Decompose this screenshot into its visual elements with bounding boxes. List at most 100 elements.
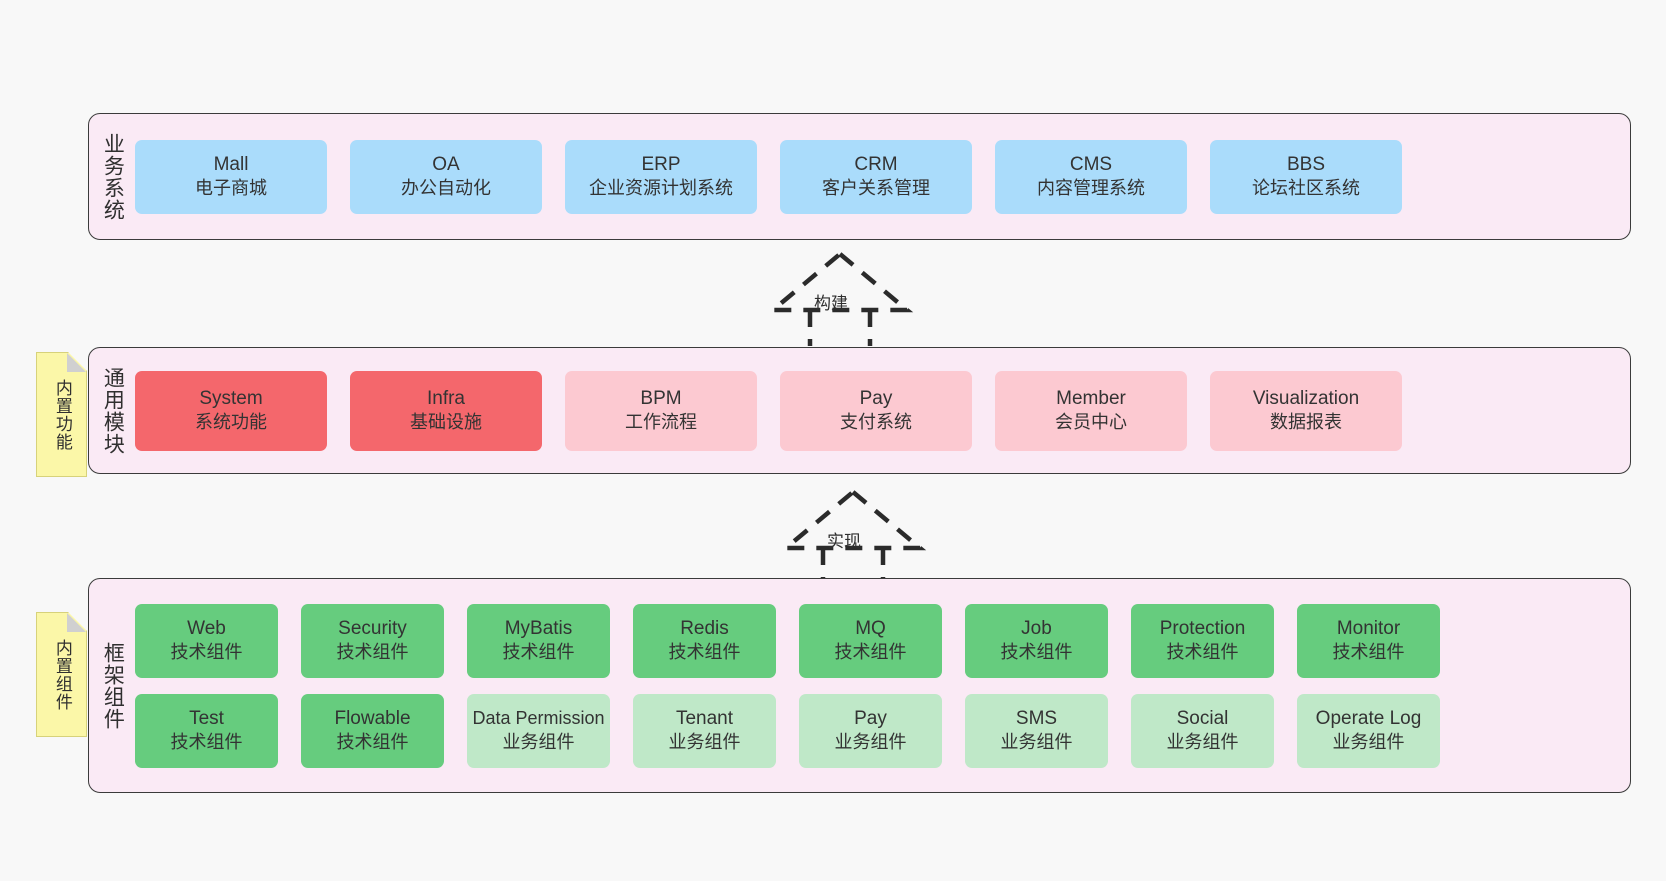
card-title-en: Monitor bbox=[1336, 617, 1401, 639]
card-sms[interactable]: SMS 业务组件 bbox=[965, 693, 1108, 768]
card-title-cn: 业务组件 bbox=[834, 732, 907, 753]
card-system[interactable]: System 系统功能 bbox=[135, 370, 327, 451]
card-mall[interactable]: Mall 电子商城 bbox=[135, 139, 327, 214]
card-title-cn: 技术组件 bbox=[336, 642, 409, 663]
card-title-en: CMS bbox=[1069, 153, 1113, 175]
note-builtin-component-label: 内置组件 bbox=[52, 638, 72, 711]
card-crm[interactable]: CRM 客户关系管理 bbox=[780, 139, 972, 214]
card-job[interactable]: Job 技术组件 bbox=[965, 603, 1108, 678]
card-flowable[interactable]: Flowable 技术组件 bbox=[301, 693, 444, 768]
card-title-en: Data Permission bbox=[472, 708, 605, 729]
card-protection[interactable]: Protection 技术组件 bbox=[1131, 603, 1274, 678]
card-title-cn: 会员中心 bbox=[1055, 412, 1127, 433]
card-title-en: Pay bbox=[854, 707, 887, 729]
card-title-cn: 技术组件 bbox=[1000, 642, 1073, 663]
layer-title-modules: 通用模块 bbox=[101, 366, 125, 455]
card-title-en: SMS bbox=[1015, 707, 1058, 729]
card-title-en: BPM bbox=[640, 387, 682, 409]
arrow-implement-label: 实现 bbox=[827, 532, 861, 551]
card-data-permission[interactable]: Data Permission 业务组件 bbox=[467, 693, 610, 768]
card-title-cn: 技术组件 bbox=[834, 642, 907, 663]
card-title-cn: 技术组件 bbox=[502, 642, 575, 663]
card-social[interactable]: Social 业务组件 bbox=[1131, 693, 1274, 768]
card-title-cn: 数据报表 bbox=[1270, 412, 1342, 433]
card-title-en: Job bbox=[1021, 617, 1052, 639]
modules-card-row: System 系统功能 Infra 基础设施 BPM 工作流程 Pay 支付系统… bbox=[135, 370, 1616, 451]
card-title-en: Visualization bbox=[1252, 387, 1360, 409]
card-bpm[interactable]: BPM 工作流程 bbox=[565, 370, 757, 451]
card-mq[interactable]: MQ 技术组件 bbox=[799, 603, 942, 678]
note-fold-icon bbox=[67, 353, 86, 372]
card-monitor[interactable]: Monitor 技术组件 bbox=[1297, 603, 1440, 678]
card-bbs[interactable]: BBS 论坛社区系统 bbox=[1210, 139, 1402, 214]
card-oa[interactable]: OA 办公自动化 bbox=[350, 139, 542, 214]
card-title-en: Web bbox=[187, 617, 226, 639]
card-title-cn: 业务组件 bbox=[1332, 732, 1405, 753]
card-mybatis[interactable]: MyBatis 技术组件 bbox=[467, 603, 610, 678]
layer-business-systems: 业务系统 Mall 电子商城 OA 办公自动化 ERP 企业资源计划系统 CRM… bbox=[88, 113, 1631, 240]
card-test[interactable]: Test 技术组件 bbox=[135, 693, 278, 768]
card-pay-module[interactable]: Pay 支付系统 bbox=[780, 370, 972, 451]
layer-title-business: 业务系统 bbox=[101, 132, 125, 221]
card-visualization[interactable]: Visualization 数据报表 bbox=[1210, 370, 1402, 451]
card-title-en: MQ bbox=[855, 617, 886, 639]
card-title-en: ERP bbox=[641, 153, 681, 175]
card-infra[interactable]: Infra 基础设施 bbox=[350, 370, 542, 451]
card-tenant[interactable]: Tenant 业务组件 bbox=[633, 693, 776, 768]
card-title-cn: 业务组件 bbox=[502, 731, 575, 752]
layer-body-modules: System 系统功能 Infra 基础设施 BPM 工作流程 Pay 支付系统… bbox=[135, 348, 1630, 473]
card-title-en: Member bbox=[1056, 387, 1126, 409]
card-cms[interactable]: CMS 内容管理系统 bbox=[995, 139, 1187, 214]
arrow-build: 构建 bbox=[755, 251, 925, 346]
card-erp[interactable]: ERP 企业资源计划系统 bbox=[565, 139, 757, 214]
card-title-en: Redis bbox=[680, 617, 729, 639]
card-web[interactable]: Web 技术组件 bbox=[135, 603, 278, 678]
card-title-en: Test bbox=[189, 707, 224, 729]
card-title-en: Tenant bbox=[675, 707, 734, 729]
card-member[interactable]: Member 会员中心 bbox=[995, 370, 1187, 451]
card-title-en: Pay bbox=[859, 387, 893, 409]
layer-title-framework: 框架组件 bbox=[101, 641, 125, 730]
card-title-en: Flowable bbox=[334, 707, 411, 729]
card-operate-log[interactable]: Operate Log 业务组件 bbox=[1297, 693, 1440, 768]
note-builtin-function-label: 内置功能 bbox=[52, 378, 72, 451]
card-title-en: CRM bbox=[854, 153, 898, 175]
card-title-cn: 技术组件 bbox=[170, 732, 243, 753]
card-title-en: Social bbox=[1176, 707, 1229, 729]
layer-body-business: Mall 电子商城 OA 办公自动化 ERP 企业资源计划系统 CRM 客户关系… bbox=[135, 114, 1630, 239]
framework-card-row-2: Test 技术组件 Flowable 技术组件 Data Permission … bbox=[135, 693, 1616, 768]
card-title-cn: 业务组件 bbox=[1166, 732, 1239, 753]
card-title-cn: 系统功能 bbox=[195, 412, 267, 433]
card-title-cn: 企业资源计划系统 bbox=[589, 178, 733, 199]
framework-card-row-1: Web 技术组件 Security 技术组件 MyBatis 技术组件 Redi… bbox=[135, 603, 1616, 678]
arrow-implement: 实现 bbox=[768, 489, 938, 584]
card-title-cn: 业务组件 bbox=[1000, 732, 1073, 753]
card-title-en: Infra bbox=[426, 387, 466, 409]
card-title-cn: 基础设施 bbox=[410, 412, 482, 433]
card-title-cn: 技术组件 bbox=[1332, 642, 1405, 663]
layer-body-framework: Web 技术组件 Security 技术组件 MyBatis 技术组件 Redi… bbox=[135, 579, 1630, 792]
card-title-en: Mall bbox=[213, 153, 249, 175]
arrow-build-label: 构建 bbox=[814, 294, 848, 313]
business-card-row: Mall 电子商城 OA 办公自动化 ERP 企业资源计划系统 CRM 客户关系… bbox=[135, 139, 1616, 214]
card-title-en: OA bbox=[432, 153, 460, 175]
card-title-en: MyBatis bbox=[504, 617, 573, 639]
note-builtin-function: 内置功能 bbox=[36, 352, 87, 477]
note-fold-icon bbox=[67, 613, 86, 632]
card-title-cn: 内容管理系统 bbox=[1037, 178, 1145, 199]
card-title-en: Security bbox=[338, 617, 407, 639]
card-title-cn: 技术组件 bbox=[336, 732, 409, 753]
card-title-en: BBS bbox=[1286, 153, 1326, 175]
layer-framework-components: 框架组件 Web 技术组件 Security 技术组件 MyBatis 技术组件… bbox=[88, 578, 1631, 793]
card-title-en: Protection bbox=[1159, 617, 1246, 639]
card-title-cn: 技术组件 bbox=[668, 642, 741, 663]
card-title-cn: 论坛社区系统 bbox=[1252, 178, 1360, 199]
layer-common-modules: 通用模块 System 系统功能 Infra 基础设施 BPM 工作流程 Pay… bbox=[88, 347, 1631, 474]
card-title-cn: 客户关系管理 bbox=[822, 178, 930, 199]
card-pay-component[interactable]: Pay 业务组件 bbox=[799, 693, 942, 768]
card-title-cn: 业务组件 bbox=[668, 732, 741, 753]
card-security[interactable]: Security 技术组件 bbox=[301, 603, 444, 678]
card-title-en: System bbox=[199, 387, 263, 409]
card-redis[interactable]: Redis 技术组件 bbox=[633, 603, 776, 678]
